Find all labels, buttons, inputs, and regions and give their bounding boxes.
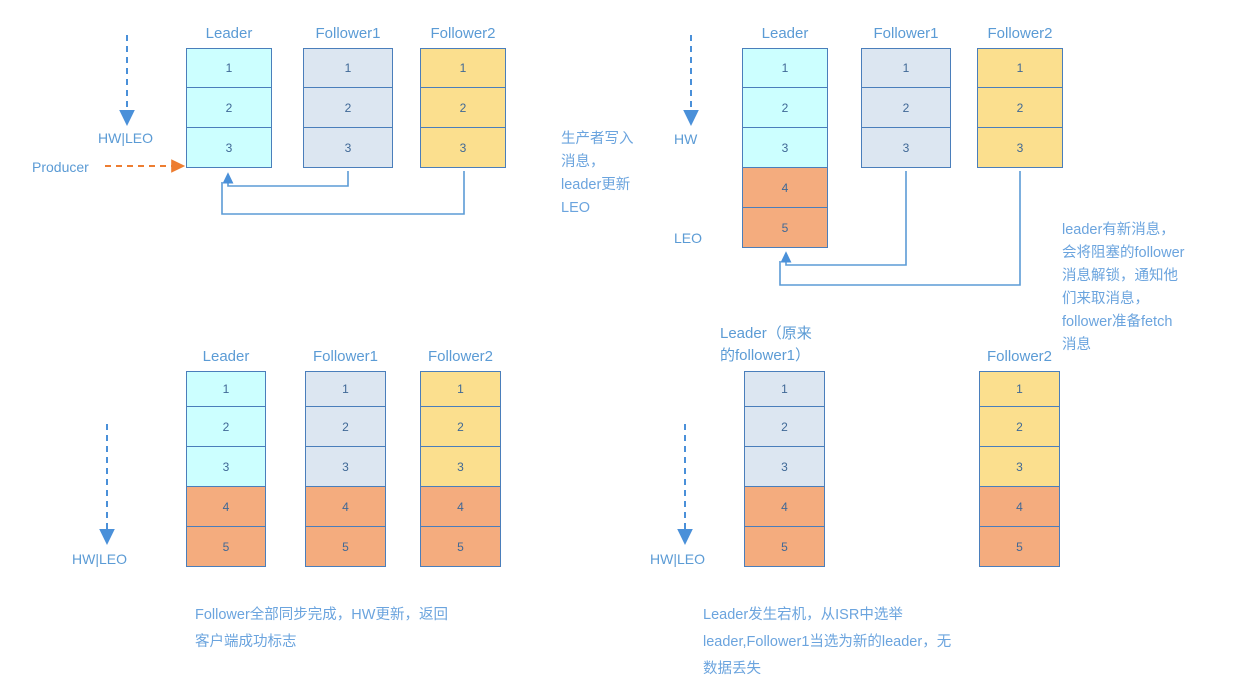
column-title: Leader <box>205 25 253 42</box>
top-left-follower1-fetch-connector <box>222 171 349 187</box>
bottom-right-caption: Leader发生宕机，从ISR中选举 leader,Follower1当选为新的… <box>703 607 952 677</box>
top-left-note: 生产者写入 消息， leader更新 LEO <box>561 131 634 216</box>
bottom-right-follower2-column: Follower2 1 2 3 4 5 <box>979 349 1060 567</box>
column-title: Follower1 <box>873 25 939 42</box>
top-left-follower1-column: Follower1 1 2 3 <box>303 26 393 168</box>
log-cell: 4 <box>742 167 828 208</box>
log-cell: 4 <box>186 486 266 527</box>
log-cell: 3 <box>420 446 501 487</box>
log-cell: 4 <box>744 486 825 527</box>
column-title: Leader <box>761 25 809 42</box>
column-title: Follower2 <box>430 25 496 42</box>
bottom-left-caption: Follower全部同步完成，HW更新，返回 客户端成功标志 <box>195 607 448 650</box>
log-cell: 1 <box>979 371 1060 407</box>
log-cell: 4 <box>979 486 1060 527</box>
log-cell: 2 <box>744 406 825 447</box>
top-left-hw-leo-label: HW|LEO <box>98 130 153 146</box>
column-title: Leader <box>202 348 250 365</box>
top-left-leader-column: Leader 1 2 3 <box>186 26 272 168</box>
log-cell: 1 <box>861 48 951 88</box>
top-right-leader-column: Leader 1 2 3 4 5 <box>742 26 828 248</box>
log-cell: 2 <box>186 87 272 128</box>
log-cell: 1 <box>305 371 386 407</box>
bottom-left-follower2-column: Follower2 1 2 3 4 5 <box>420 349 501 567</box>
column-title: Follower2 <box>427 348 494 365</box>
log-cell: 3 <box>979 446 1060 487</box>
bottom-right-leader-column: Leader（原来 的follower1） 1 2 3 4 5 <box>720 325 825 567</box>
top-right-note: leader有新消息， 会将阻塞的follower 消息解锁，通知他 们来取消息… <box>1062 222 1185 353</box>
log-cell: 4 <box>305 486 386 527</box>
log-cell: 3 <box>977 127 1063 168</box>
top-left-follower2-fetch-connector <box>221 171 465 215</box>
log-cell: 3 <box>742 127 828 168</box>
top-right-follower2-column: Follower2 1 2 3 <box>977 26 1063 168</box>
top-right-leo-label: LEO <box>674 230 703 246</box>
top-left-follower2-column: Follower2 1 2 3 <box>420 26 506 168</box>
log-cell: 2 <box>977 87 1063 128</box>
log-cell: 2 <box>742 87 828 128</box>
log-cell: 3 <box>186 127 272 168</box>
log-cell: 2 <box>420 87 506 128</box>
log-cell: 3 <box>305 446 386 487</box>
log-cell: 2 <box>305 406 386 447</box>
log-cell: 2 <box>303 87 393 128</box>
log-cell: 1 <box>420 48 506 88</box>
bottom-right-hw-leo-label: HW|LEO <box>650 551 705 567</box>
bottom-left-hw-leo-label: HW|LEO <box>72 551 127 567</box>
log-cell: 1 <box>186 371 266 407</box>
top-left-producer-label: Producer <box>32 159 89 175</box>
log-cell: 2 <box>861 87 951 128</box>
log-cell: 5 <box>305 526 386 567</box>
log-cell: 3 <box>303 127 393 168</box>
log-cell: 3 <box>861 127 951 168</box>
log-cell: 1 <box>977 48 1063 88</box>
log-cell: 3 <box>744 446 825 487</box>
log-cell: 5 <box>186 526 266 567</box>
log-cell: 5 <box>744 526 825 567</box>
log-cell: 1 <box>303 48 393 88</box>
log-cell: 1 <box>742 48 828 88</box>
log-cell: 3 <box>186 446 266 487</box>
column-title: Follower2 <box>987 25 1053 42</box>
log-cell: 1 <box>186 48 272 88</box>
log-cell: 2 <box>979 406 1060 447</box>
top-right-hw-label: HW <box>674 131 698 147</box>
log-cell: 3 <box>420 127 506 168</box>
log-cell: 5 <box>420 526 501 567</box>
bottom-left-follower1-column: Follower1 1 2 3 4 5 <box>305 349 386 567</box>
log-cell: 1 <box>744 371 825 407</box>
log-cell: 1 <box>420 371 501 407</box>
log-cell: 2 <box>420 406 501 447</box>
bottom-left-leader-column: Leader 1 2 3 4 5 <box>186 349 266 567</box>
log-cell: 5 <box>979 526 1060 567</box>
column-title: Follower2 <box>986 348 1053 365</box>
column-title: Follower1 <box>315 25 381 42</box>
column-title: Leader（原来 的follower1） <box>720 325 812 364</box>
log-cell: 2 <box>186 406 266 447</box>
log-cell: 5 <box>742 207 828 248</box>
log-cell: 4 <box>420 486 501 527</box>
column-title: Follower1 <box>312 348 379 365</box>
top-right-follower1-column: Follower1 1 2 3 <box>861 26 951 168</box>
